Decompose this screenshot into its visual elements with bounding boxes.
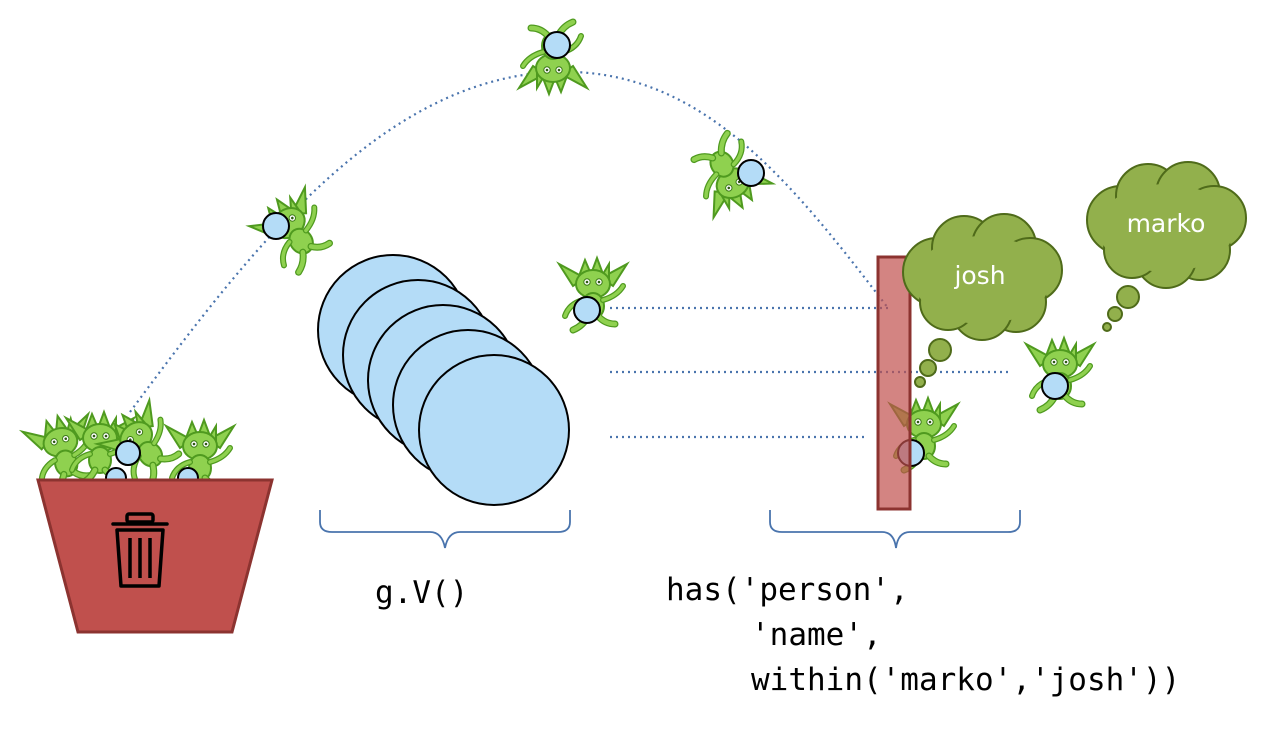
traverser-icon — [262, 212, 290, 240]
traversal-arc — [129, 70, 889, 413]
filter-bar — [876, 255, 912, 511]
thought-text-josh: josh — [953, 261, 1005, 290]
traverser-icon — [543, 31, 571, 59]
vertex-stack — [317, 254, 570, 506]
thought-bubble-marko: marko — [1086, 161, 1247, 332]
gremlin-traverser-arc-3 — [681, 126, 776, 222]
thought-bubble-josh: josh — [902, 213, 1063, 388]
step-code-gv: g.V() — [375, 575, 469, 611]
gremlin-traverser-walking — [559, 258, 627, 330]
trash-bin — [36, 478, 274, 634]
gremlin-traverser-passed — [1026, 338, 1094, 410]
traverser-icon — [1041, 372, 1069, 400]
step-code-has-line-3: within('marko','josh')) — [751, 662, 1181, 698]
gremlin-traverser-arc-2 — [519, 22, 587, 94]
step-code-has-line-1: has('person', — [666, 572, 909, 608]
traverser-icon — [573, 296, 601, 324]
vertex-circle — [418, 354, 570, 506]
thought-text-marko: marko — [1127, 209, 1206, 238]
brace-has — [769, 510, 1021, 549]
traverser-icon — [737, 159, 765, 187]
gremlin-traverser-arc-1 — [246, 182, 343, 280]
trash-icon — [111, 512, 169, 588]
step-code-has-line-2: 'name', — [751, 617, 882, 653]
brace-gv — [319, 510, 571, 549]
